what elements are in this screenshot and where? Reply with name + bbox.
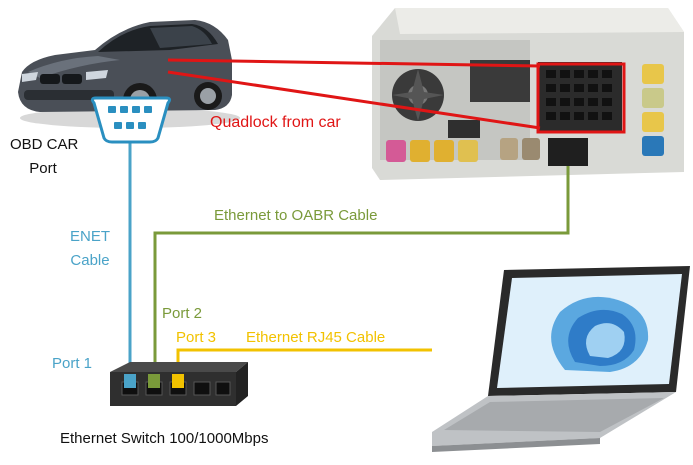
obd-label-line1: OBD CAR bbox=[10, 136, 79, 153]
enet-cable-label: ENET Cable bbox=[62, 228, 118, 270]
enet-label-line2: Cable bbox=[70, 252, 110, 269]
ethernet-oabr-label: Ethernet to OABR Cable bbox=[214, 207, 378, 224]
enet-label-line1: ENET bbox=[69, 228, 110, 245]
car-image bbox=[18, 20, 240, 128]
obd-car-port-label: OBD CAR Port bbox=[10, 136, 79, 178]
port1-label: Port 1 bbox=[52, 355, 93, 372]
port3-label: Port 3 bbox=[176, 329, 217, 346]
quadlock-cable bbox=[167, 58, 626, 134]
port2-label: Port 2 bbox=[162, 305, 203, 322]
obd-label-line2: Port bbox=[29, 160, 57, 177]
switch-label: Ethernet Switch 100/1000Mbps bbox=[60, 430, 269, 447]
oabr-cable bbox=[153, 166, 570, 380]
obd-port-icon bbox=[90, 96, 172, 144]
quadlock-label: Quadlock from car bbox=[210, 114, 341, 131]
laptop-image bbox=[432, 266, 690, 452]
head-unit-image bbox=[372, 8, 684, 180]
ethernet-rj45-label: Ethernet RJ45 Cable bbox=[246, 329, 386, 346]
ethernet-switch-image bbox=[110, 362, 248, 406]
